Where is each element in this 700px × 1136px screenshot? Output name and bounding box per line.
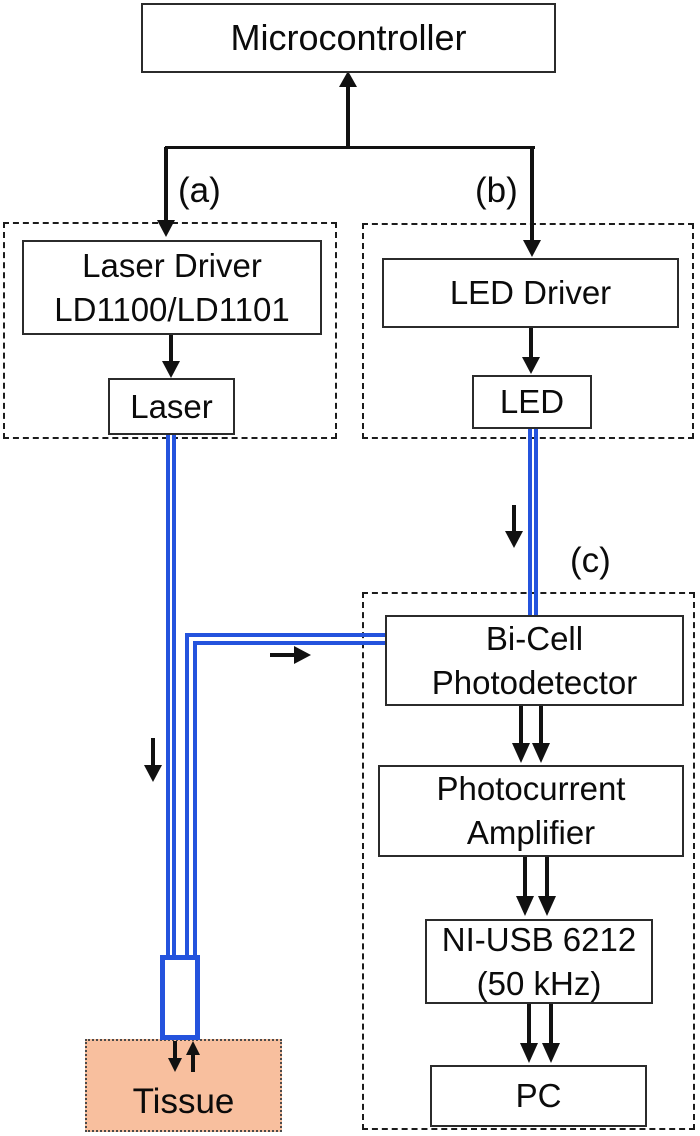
arrow-bicell-to-amp-1-shaft	[519, 706, 523, 744]
block-daq-line2: (50 kHz)	[476, 964, 602, 1002]
arrow-to-microcontroller-shaft	[346, 85, 350, 147]
detector-fiber-outer-vertical	[185, 633, 189, 955]
fiber-probe	[160, 955, 200, 1040]
arrow-daq-to-pc-2-shaft	[549, 1004, 553, 1044]
arrow-to-led-driver-shaft	[530, 147, 534, 241]
block-tissue: Tissue	[85, 1039, 282, 1132]
block-daq: NI-USB 6212 (50 kHz)	[425, 919, 653, 1004]
to-detector-direction-arrow-shaft	[270, 653, 295, 657]
to-detector-direction-arrow-head	[294, 646, 311, 664]
arrow-to-led-driver-head	[523, 240, 541, 257]
arrow-daq-to-pc-2-head	[542, 1043, 560, 1063]
block-tissue-label: Tissue	[132, 1082, 235, 1121]
detector-fiber-inner-horizontal	[193, 641, 385, 645]
laser-fiber-line-1	[166, 434, 170, 955]
block-bicell-line1: Bi-Cell	[485, 619, 584, 657]
block-laser-label: Laser	[130, 387, 213, 425]
led-fiber-line-1	[528, 428, 532, 616]
block-daq-line1: NI-USB 6212	[441, 920, 637, 958]
arrow-to-microcontroller-head	[339, 71, 357, 87]
arrow-amp-to-daq-2-head	[538, 896, 556, 916]
block-laser-driver-line1: Laser Driver	[82, 246, 262, 284]
arrow-bicell-to-amp-2-shaft	[539, 706, 543, 744]
arrow-daq-to-pc-1-shaft	[527, 1004, 531, 1044]
block-led-driver: LED Driver	[382, 258, 679, 328]
arrow-bicell-to-amp-1-head	[512, 743, 530, 763]
block-led-driver-label: LED Driver	[449, 274, 612, 311]
arrow-into-tissue-head	[168, 1058, 182, 1072]
block-laser-driver-line2: LD1100/LD1101	[54, 290, 290, 328]
panel-label-b: (b)	[475, 171, 518, 210]
block-microcontroller: Microcontroller	[141, 3, 556, 73]
detector-fiber-outer-horizontal	[185, 633, 385, 637]
splitter-horizontal-line	[165, 146, 535, 149]
arrow-out-of-tissue-shaft	[191, 1054, 195, 1072]
arrow-amp-to-daq-1-shaft	[523, 857, 527, 897]
arrow-amp-to-daq-2-shaft	[545, 857, 549, 897]
block-microcontroller-label: Microcontroller	[230, 17, 467, 58]
arrow-laser-driver-to-laser-head	[162, 361, 180, 378]
led-light-direction-arrow-shaft	[512, 505, 516, 532]
arrow-bicell-to-amp-2-head	[532, 743, 550, 763]
laser-light-direction-arrow-head	[144, 765, 162, 782]
block-led-label: LED	[499, 383, 565, 420]
block-amp-line1: Photocurrent	[436, 770, 626, 807]
arrow-to-laser-driver-head	[157, 220, 175, 237]
block-laser-driver: Laser Driver LD1100/LD1101	[22, 240, 322, 335]
arrow-out-of-tissue-head	[186, 1041, 200, 1055]
block-pc: PC	[430, 1065, 647, 1127]
panel-label-a: (a)	[178, 171, 221, 210]
detector-fiber-inner-vertical	[193, 641, 197, 955]
block-pc-label: PC	[515, 1077, 562, 1114]
led-fiber-line-2	[534, 428, 538, 616]
block-amp-line2: Amplifier	[466, 814, 596, 851]
arrow-led-driver-to-led-shaft	[529, 326, 533, 358]
arrow-daq-to-pc-1-head	[520, 1043, 538, 1063]
laser-light-direction-arrow-shaft	[151, 738, 155, 766]
arrow-into-tissue-shaft	[173, 1041, 177, 1059]
laser-fiber-line-2	[172, 434, 176, 955]
block-laser: Laser	[108, 378, 235, 435]
block-bicell-line2: Photodetector	[431, 663, 638, 701]
block-bicell-photodetector: Bi-Cell Photodetector	[385, 615, 684, 706]
arrow-led-driver-to-led-head	[522, 357, 540, 374]
led-light-direction-arrow-head	[505, 531, 523, 548]
block-photocurrent-amplifier: Photocurrent Amplifier	[378, 765, 684, 857]
panel-label-c: (c)	[570, 541, 611, 580]
block-led: LED	[472, 375, 592, 429]
arrow-laser-driver-to-laser-shaft	[169, 334, 173, 362]
arrow-amp-to-daq-1-head	[516, 896, 534, 916]
arrow-to-laser-driver-shaft	[164, 147, 168, 222]
